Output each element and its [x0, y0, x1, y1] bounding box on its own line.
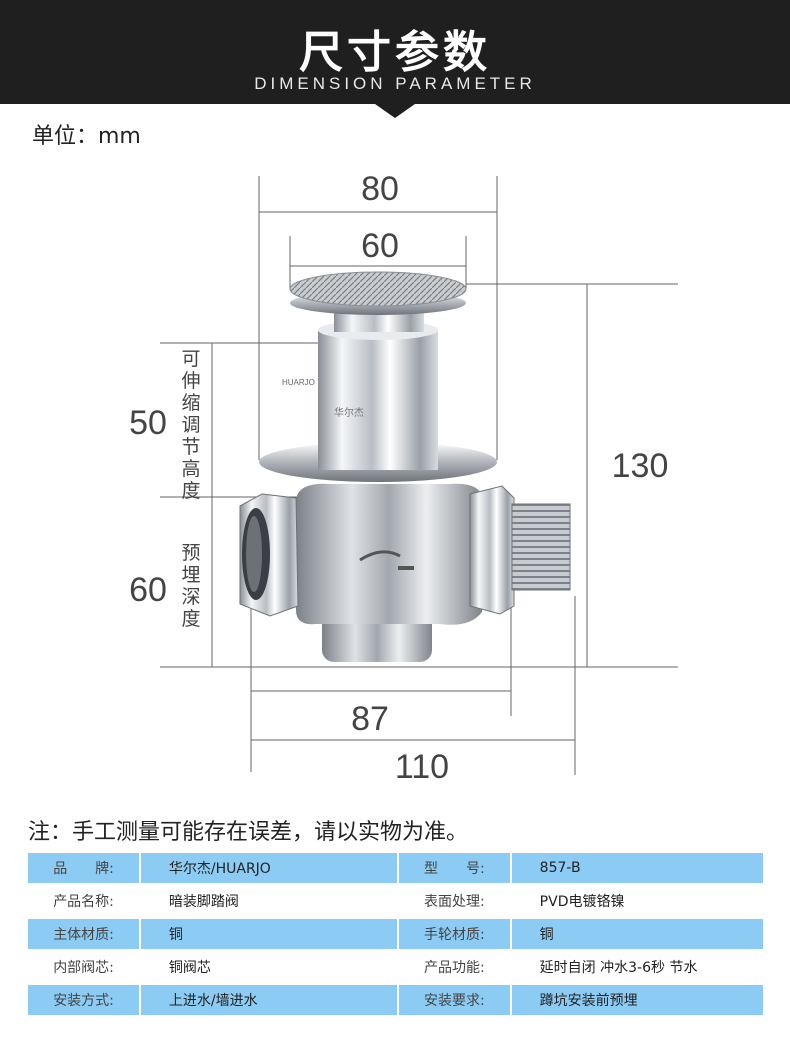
page-title: 尺寸参数 [299, 27, 491, 78]
spec-value: 蹲坑安装前预埋 [511, 985, 763, 1015]
spec-row: 安装方式: 上进水/墙进水 安装要求: 蹲坑安装前预埋 [28, 985, 763, 1015]
spec-value: 铜 [511, 919, 763, 949]
label-embed-depth: 预埋深度 [181, 542, 201, 630]
spec-value: 上进水/墙进水 [140, 985, 398, 1015]
spec-value: PVD电镀铬镍 [539, 894, 625, 910]
measurement-note: 注：手工测量可能存在误差，请以实物为准。 [28, 820, 469, 845]
dim-pedal-width: 60 [361, 227, 399, 265]
header-notch [375, 104, 415, 118]
valve-body [239, 483, 571, 662]
dim-body-width: 87 [351, 700, 389, 738]
spec-key: 主体材质: [28, 919, 140, 949]
spec-key: 产品名称: [53, 894, 114, 910]
spec-value: 857-B [511, 853, 763, 883]
spec-row: 主体材质: 铜 手轮材质: 铜 [28, 919, 763, 949]
spec-key: 手轮材质: [398, 919, 510, 949]
spec-key: 表面处理: [423, 894, 485, 910]
spec-key: 型 号: [398, 853, 510, 883]
dimension-lines [160, 176, 678, 775]
dim-top-width: 80 [361, 170, 399, 208]
product-mark-cn: 华尔杰 [334, 408, 364, 419]
valve-cylinder [318, 330, 438, 470]
spec-key: 产品功能: [423, 960, 485, 976]
product-mark-en: HUARJO [282, 378, 315, 387]
dim-embed-depth: 60 [129, 571, 167, 609]
spec-key: 安装方式: [28, 985, 140, 1015]
spec-value: 铜 [140, 919, 398, 949]
spec-key: 安装要求: [398, 985, 510, 1015]
dim-total-width: 110 [394, 748, 450, 786]
spec-row: 内部阀芯: 铜阀芯 产品功能: 延时自闭 冲水3-6秒 节水 [28, 952, 763, 982]
spec-table: 品 牌: 华尔杰/HUARJO 型 号: 857-B 产品名称: 暗装脚踏阀 表… [28, 850, 763, 1018]
dim-total-height: 130 [611, 447, 669, 485]
dim-adjustable-height: 50 [129, 404, 167, 442]
spec-row: 品 牌: 华尔杰/HUARJO 型 号: 857-B [28, 853, 763, 883]
spec-value: 铜阀芯 [168, 960, 211, 976]
header-banner: 尺寸参数 DIMENSION PARAMETER [0, 0, 790, 104]
foot-pedal [289, 271, 467, 307]
valve-dimension-drawing [160, 176, 678, 775]
page-subtitle: DIMENSION PARAMETER [254, 74, 536, 93]
label-adjustable-height: 可伸缩调节高度 [181, 348, 201, 502]
spec-key: 品 牌: [28, 853, 140, 883]
spec-value: 华尔杰/HUARJO [140, 853, 398, 883]
spec-key: 内部阀芯: [53, 960, 114, 976]
spec-row: 产品名称: 暗装脚踏阀 表面处理: PVD电镀铬镍 [28, 886, 763, 916]
spec-value: 暗装脚踏阀 [168, 894, 239, 910]
spec-value: 延时自闭 冲水3-6秒 节水 [539, 960, 698, 976]
unit-label: 单位：mm [32, 124, 141, 149]
